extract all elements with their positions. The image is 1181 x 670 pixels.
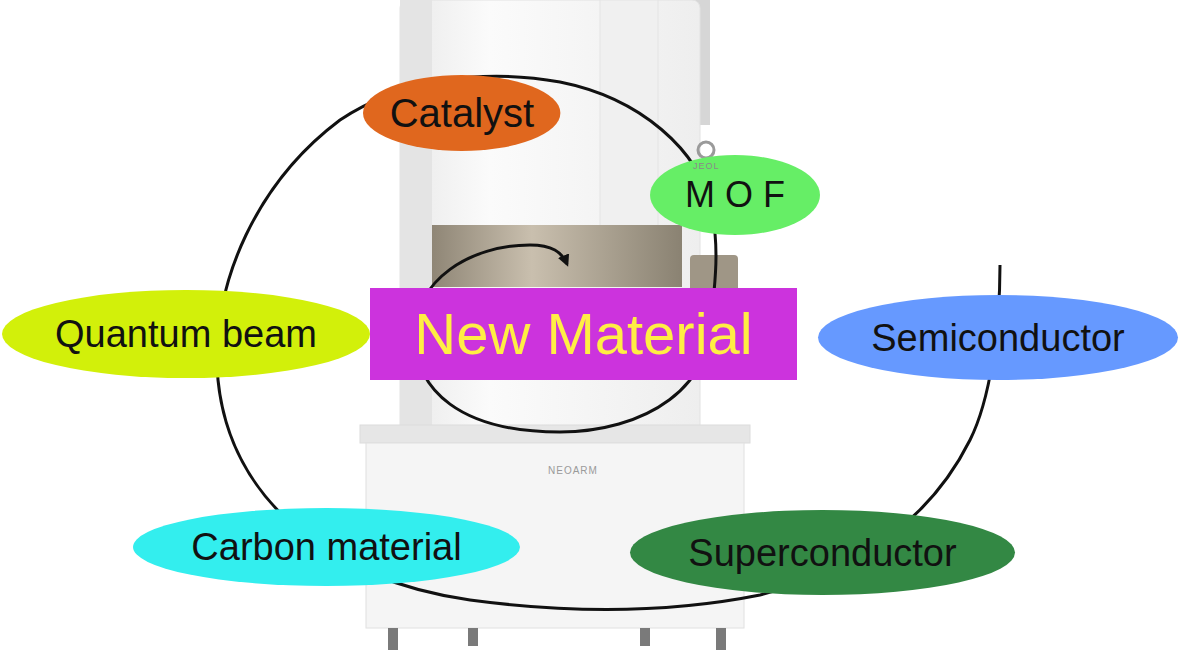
node-label: Catalyst — [390, 93, 535, 133]
foot — [468, 628, 478, 646]
ellipse-fill — [133, 508, 520, 586]
ellipse-fill — [818, 295, 1178, 380]
foot — [716, 628, 726, 650]
new-material-box: New Material — [370, 288, 797, 380]
foot — [640, 628, 650, 646]
ellipse-fill — [630, 510, 1015, 595]
foot — [388, 628, 398, 650]
specimen-chamber — [432, 225, 682, 287]
node-label: Superconductor — [688, 534, 956, 572]
model-name: NEOARM — [548, 466, 598, 476]
catalyst-ellipse: Catalyst — [363, 75, 560, 151]
node-label: Quantum beam — [55, 315, 317, 353]
base-ledge — [360, 425, 750, 443]
node-label: New Material — [414, 305, 752, 363]
node-label: Carbon material — [191, 528, 461, 566]
quantum-beam-ellipse: Quantum beam — [2, 290, 370, 378]
ellipse-fill — [2, 290, 370, 378]
ellipse-fill — [650, 155, 820, 235]
brand-logo-text: JEOL — [693, 162, 720, 171]
carbon-material-ellipse: Carbon material — [133, 508, 520, 586]
ellipse-fill — [363, 75, 560, 151]
logo-mark — [698, 142, 714, 158]
semiconductor-ellipse: Semiconductor — [818, 295, 1178, 380]
column-panel — [600, 0, 658, 235]
node-label: Semiconductor — [871, 319, 1124, 357]
superconductor-ellipse: Superconductor — [630, 510, 1015, 595]
node-label: M O F — [685, 177, 785, 213]
mof-ellipse: M O F — [650, 155, 820, 235]
